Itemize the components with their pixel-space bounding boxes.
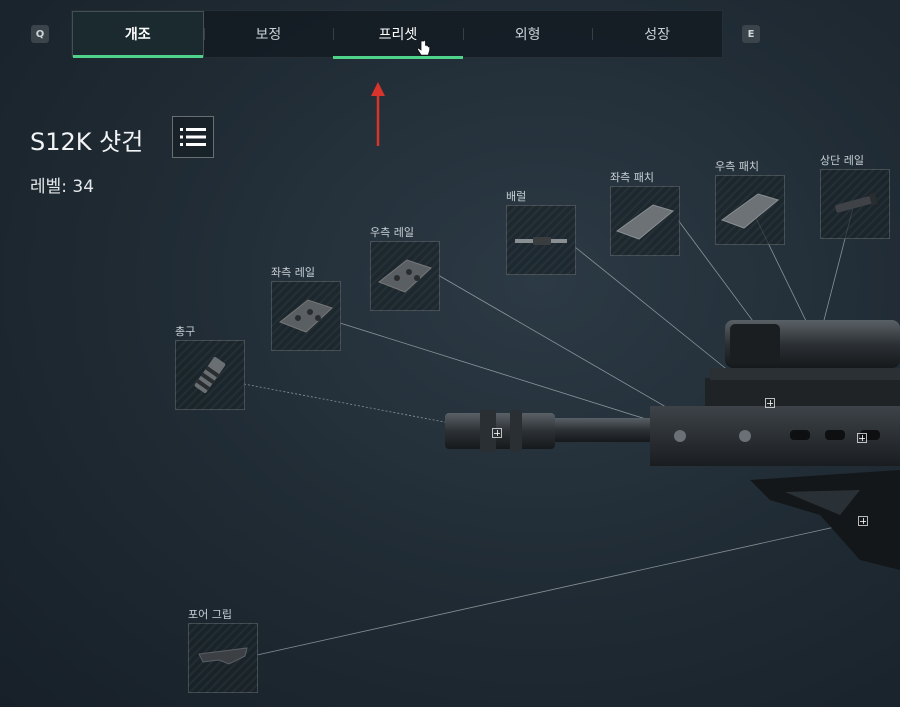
tab-active-indicator bbox=[73, 55, 203, 58]
top-attach-point[interactable] bbox=[765, 398, 775, 408]
rail-icon bbox=[278, 299, 333, 333]
tab-modify[interactable]: 개조 bbox=[72, 11, 204, 58]
slot-label-right-patch: 우측 패치 bbox=[715, 160, 759, 173]
slot-label-left-patch: 좌측 패치 bbox=[610, 171, 654, 184]
slot-top-rail[interactable] bbox=[820, 169, 890, 239]
slot-right-patch[interactable] bbox=[715, 175, 785, 245]
tab-calibration-label: 보정 bbox=[255, 27, 282, 43]
weapon-name: S12K 샷건 bbox=[30, 128, 144, 156]
q-key-hint: Q bbox=[31, 25, 49, 43]
barrel-icon bbox=[515, 237, 567, 245]
patch-icon bbox=[615, 204, 675, 240]
right-attach-point[interactable] bbox=[857, 433, 867, 443]
slot-label-left-rail: 좌측 레일 bbox=[271, 266, 315, 279]
slot-label-top-rail: 상단 레일 bbox=[820, 154, 864, 167]
slot-label-right-rail: 우측 레일 bbox=[370, 226, 414, 239]
shotgun-model bbox=[445, 320, 900, 570]
top-rail-icon bbox=[835, 192, 878, 213]
slot-muzzle[interactable] bbox=[175, 340, 245, 410]
tab-preset-label: 프리셋 bbox=[378, 27, 418, 43]
tab-preset[interactable]: 프리셋 bbox=[333, 11, 463, 59]
foregrip-icon bbox=[198, 647, 248, 665]
weapon-level: 레벨: 34 bbox=[30, 177, 95, 197]
hand-cursor-icon bbox=[417, 40, 431, 56]
slot-barrel[interactable] bbox=[506, 205, 576, 275]
slot-foregrip[interactable] bbox=[188, 623, 258, 693]
muzzle-attach-point[interactable] bbox=[492, 428, 502, 438]
muzzle-icon bbox=[194, 357, 226, 393]
e-key-hint: E bbox=[742, 25, 760, 43]
slot-right-rail[interactable] bbox=[370, 241, 440, 311]
tab-growth-label: 성장 bbox=[644, 27, 671, 43]
patch-icon bbox=[720, 193, 780, 229]
grip-attach-point[interactable] bbox=[858, 516, 868, 526]
tab-bar: 개조 보정 프리셋 외형 성장 bbox=[71, 10, 723, 59]
tab-appearance-label: 외형 bbox=[514, 27, 541, 43]
slot-left-patch[interactable] bbox=[610, 186, 680, 256]
tab-modify-label: 개조 bbox=[124, 27, 151, 43]
weapon-list-button[interactable] bbox=[172, 116, 214, 158]
tab-calibration[interactable]: 보정 bbox=[203, 11, 334, 57]
tab-appearance[interactable]: 외형 bbox=[462, 11, 593, 57]
slot-label-muzzle: 총구 bbox=[175, 325, 196, 338]
slot-left-rail[interactable] bbox=[271, 281, 341, 351]
tab-hover-indicator bbox=[333, 56, 463, 59]
list-icon bbox=[180, 128, 206, 146]
tab-growth[interactable]: 성장 bbox=[592, 11, 722, 57]
rail-icon bbox=[377, 259, 432, 293]
slot-label-barrel: 배럴 bbox=[506, 190, 527, 203]
slot-label-foregrip: 포어 그립 bbox=[188, 608, 232, 621]
annotation-arrow-icon bbox=[371, 82, 385, 146]
